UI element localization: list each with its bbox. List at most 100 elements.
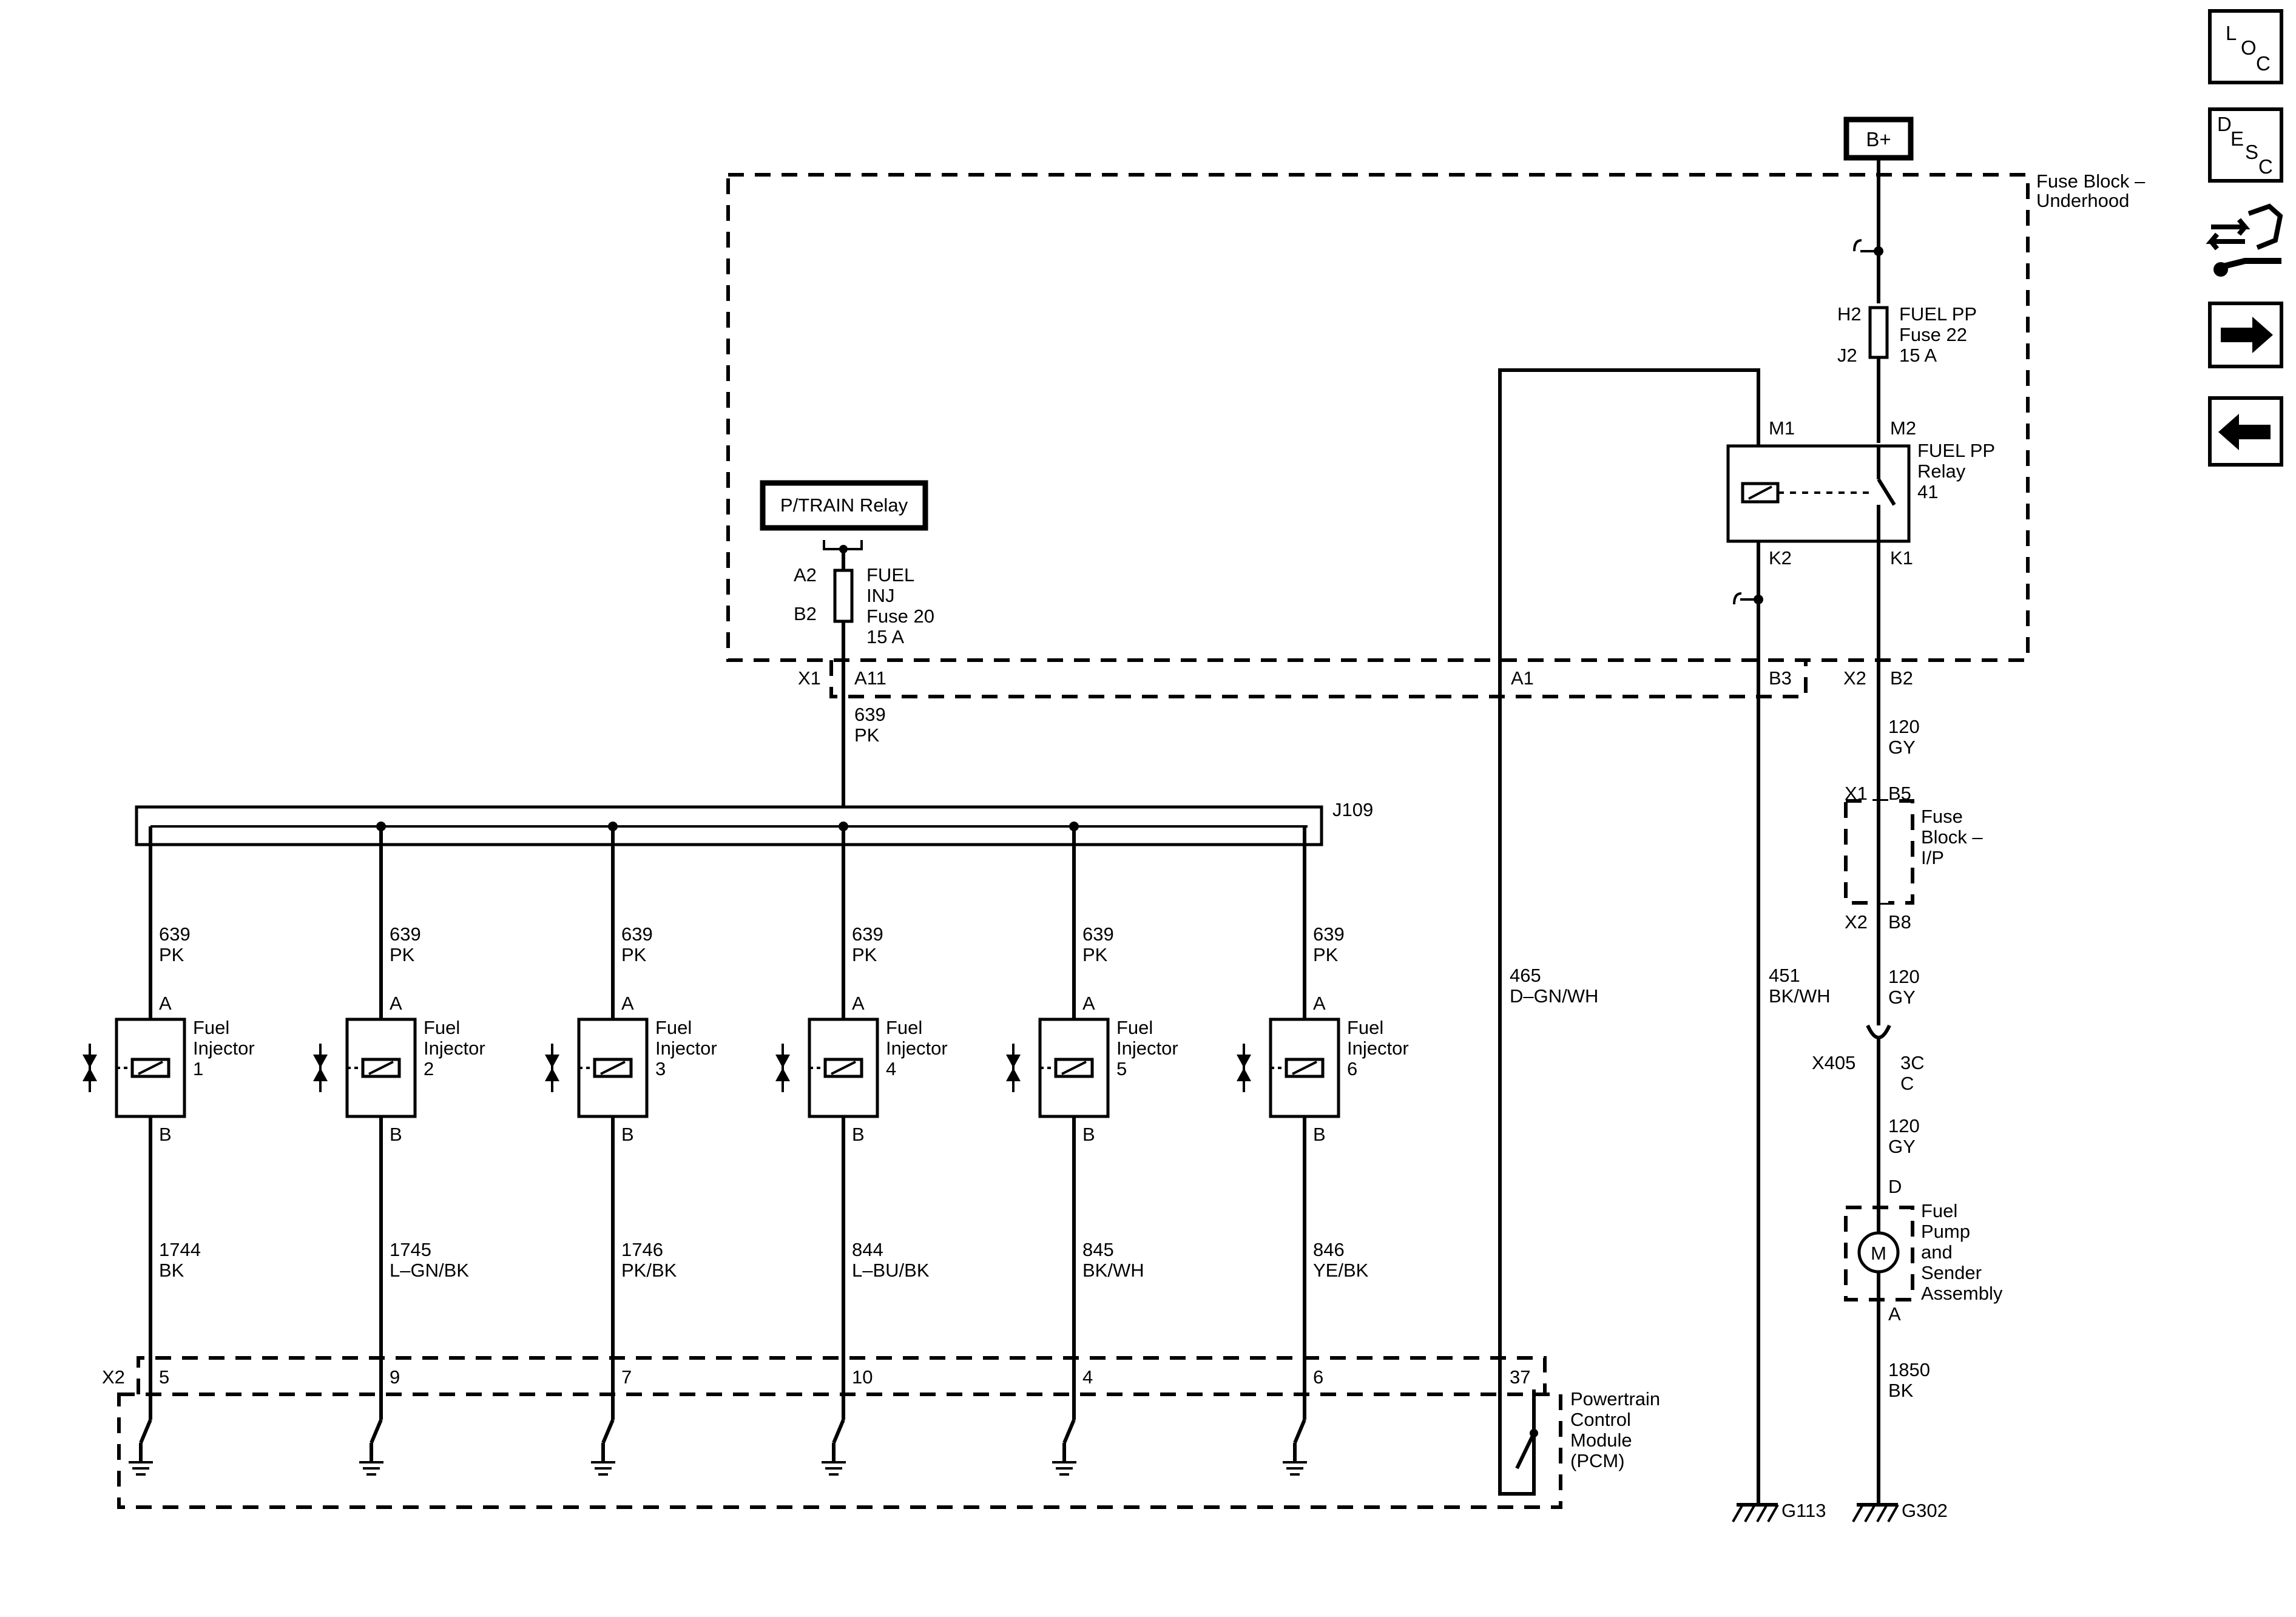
injector-3-label: Fuel xyxy=(655,1017,692,1038)
injector-4-in-color: PK xyxy=(852,944,877,965)
pump-gnd-wire-circuit: 1850 xyxy=(1888,1359,1930,1380)
pin-a1: A1 xyxy=(1511,667,1534,689)
injector-3-pin-b: B xyxy=(621,1124,634,1145)
injector-4-out-color: L–BU/BK xyxy=(852,1260,930,1281)
fuel-pump-label-5: Assembly xyxy=(1921,1283,2003,1304)
pin-b2: B2 xyxy=(1890,667,1913,689)
injector-2-in-circuit: 639 xyxy=(390,923,421,945)
injector-3-out-color: PK/BK xyxy=(621,1260,677,1281)
fuel-pump-label-4: Sender xyxy=(1921,1262,1982,1283)
injector-6-in-circuit: 639 xyxy=(1313,923,1345,945)
location-button[interactable]: L O C xyxy=(2208,9,2283,84)
injector-2-pin-b: B xyxy=(390,1124,402,1145)
ptrain-relay-box xyxy=(760,480,928,531)
pump-feed-2-circuit: 120 xyxy=(1888,966,1920,987)
injector-6-label-2: Injector xyxy=(1347,1038,1409,1059)
relay-pin-m1: M1 xyxy=(1769,417,1795,439)
loc-letter-l: L xyxy=(2226,22,2237,44)
pcm-outline xyxy=(117,1393,1562,1509)
fuel-injector-3 xyxy=(545,822,649,1476)
fuel-pump-label-3: and xyxy=(1921,1241,1953,1263)
pump-feed-1-color: GY xyxy=(1888,737,1916,758)
splice-j109-label: J109 xyxy=(1332,799,1373,820)
injector-1-out-circuit: 1744 xyxy=(159,1239,201,1260)
injector-4-label-2: Injector xyxy=(886,1038,948,1059)
injector-4-number: 4 xyxy=(886,1058,896,1079)
previous-page-button[interactable] xyxy=(2208,396,2283,467)
fuel-pp-relay-number: 41 xyxy=(1917,481,1938,502)
pcm-pin-37: 37 xyxy=(1510,1366,1530,1388)
loc-letter-c: C xyxy=(2256,52,2271,75)
pump-feed-3-circuit: 120 xyxy=(1888,1115,1920,1136)
ground-g113-label: G113 xyxy=(1781,1500,1826,1521)
injector-4-pin-b: B xyxy=(852,1124,865,1145)
injector-4-label: Fuel xyxy=(886,1017,922,1038)
relay-gnd-wire-circuit: 451 xyxy=(1769,965,1800,986)
relay-pin-k1: K1 xyxy=(1890,547,1913,569)
fuse-block-ip-label-2: Block – xyxy=(1921,826,1983,848)
fuse-block-ip-x2: X2 xyxy=(1845,911,1868,933)
injector-2-label-2: Injector xyxy=(424,1038,485,1059)
relay-ctrl-wire-circuit: 465 xyxy=(1510,965,1541,986)
fuel-pump-pin-a: A xyxy=(1888,1303,1901,1325)
description-button[interactable]: D E S C xyxy=(2208,107,2283,183)
fuel-pp-fuse-pin-in: H2 xyxy=(1837,303,1862,325)
ptrain-relay-label: P/TRAIN Relay xyxy=(780,495,908,516)
ground-g302-icon xyxy=(1852,1503,1899,1522)
injector-5-pin-b: B xyxy=(1082,1124,1095,1145)
fuel-inj-fuse-pin-in: A2 xyxy=(794,564,817,586)
fuel-injector-6 xyxy=(1237,826,1340,1476)
inline-connector-pin2: C xyxy=(1900,1073,1914,1094)
injector-1-label-2: Injector xyxy=(193,1038,255,1059)
fuel-inj-fuse-pin-out: B2 xyxy=(794,603,817,624)
relay-pin-m2: M2 xyxy=(1890,417,1916,439)
pump-feed-3-color: GY xyxy=(1888,1136,1916,1157)
injector-1-in-color: PK xyxy=(159,944,184,965)
pcm-connector-x2: X2 xyxy=(102,1366,125,1388)
pump-gnd-wire-color: BK xyxy=(1888,1380,1914,1401)
fuse-block-underhood-label: Fuse Block – xyxy=(2036,170,2146,192)
pcm-pin-4: 10 xyxy=(852,1366,873,1388)
fuel-injector-2 xyxy=(313,822,417,1476)
pcm-pin-6: 6 xyxy=(1313,1366,1323,1388)
relay-gnd-wire-color: BK/WH xyxy=(1769,985,1831,1007)
fuel-inj-fuse-label: FUEL xyxy=(866,564,914,586)
fuel-pp-fuse-pin-out: J2 xyxy=(1837,345,1857,366)
injector-2-pin-a: A xyxy=(390,993,402,1014)
pin-b3: B3 xyxy=(1769,667,1792,689)
pcm-pin-5: 4 xyxy=(1082,1366,1093,1388)
injector-6-in-color: PK xyxy=(1313,944,1339,965)
inline-connector-name: X405 xyxy=(1812,1052,1855,1073)
injector-2-number: 2 xyxy=(424,1058,434,1079)
underhood-connector-x2: X2 xyxy=(1843,667,1866,689)
injector-2-label: Fuel xyxy=(424,1017,460,1038)
pcm-label-3: Module xyxy=(1570,1430,1632,1451)
fuel-injector-4 xyxy=(775,822,879,1476)
inline-connector-x405 xyxy=(1866,1024,1891,1039)
fuel-pp-fuse-number: Fuse 22 xyxy=(1899,324,1967,345)
next-page-button[interactable] xyxy=(2208,302,2283,368)
injector-5-in-color: PK xyxy=(1082,944,1108,965)
injector-3-pin-a: A xyxy=(621,993,634,1014)
desc-letter-c: C xyxy=(2258,155,2273,178)
injector-5-label: Fuel xyxy=(1116,1017,1153,1038)
fuse-block-ip-x1: X1 xyxy=(1845,783,1868,804)
injector-5-out-color: BK/WH xyxy=(1082,1260,1144,1281)
relay-pin-k2: K2 xyxy=(1769,547,1792,569)
pcm-label-4: (PCM) xyxy=(1570,1450,1625,1471)
desc-letter-s: S xyxy=(2245,141,2258,163)
injector-4-pin-a: A xyxy=(852,993,865,1014)
injector-3-label-2: Injector xyxy=(655,1038,717,1059)
tools-icon[interactable] xyxy=(2206,203,2283,277)
fuse-block-ip-label: Fuse xyxy=(1921,806,1963,827)
fuse-block-ip-b8: B8 xyxy=(1888,911,1911,933)
injector-3-in-circuit: 639 xyxy=(621,923,653,945)
injector-1-pin-a: A xyxy=(159,993,172,1014)
injector-5-label-2: Injector xyxy=(1116,1038,1178,1059)
loc-letter-o: O xyxy=(2241,36,2257,59)
pin-a11: A11 xyxy=(854,667,886,689)
injector-5-number: 5 xyxy=(1116,1058,1127,1079)
injector-2-in-color: PK xyxy=(390,944,415,965)
pcm-pin-1: 5 xyxy=(159,1366,169,1388)
